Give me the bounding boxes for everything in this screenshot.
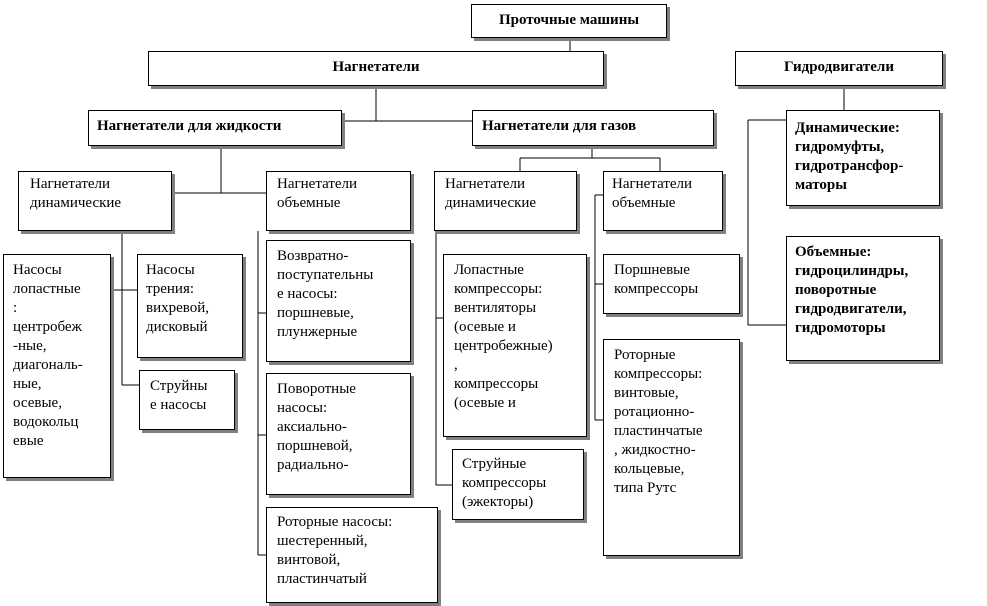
node-rotor-pumps: Роторные насосы: шестеренный, винтовой, … — [266, 507, 438, 603]
node-vane-pumps: Насосы лопастные : центробеж -ные, диаго… — [3, 254, 111, 478]
node-hydromotors: Гидродвигатели — [735, 51, 943, 86]
node-volumetric-hydromotors: Объемные: гидроцилиндры, поворотные гидр… — [786, 236, 940, 361]
node-gas-pumps: Нагнетатели для газов — [472, 110, 714, 146]
node-jet-compressors: Струйные компрессоры (эжекторы) — [452, 449, 584, 520]
node-rotary-pumps: Поворотные насосы: аксиально- поршневой,… — [266, 373, 411, 495]
node-reciprocating-pumps: Возвратно- поступательны е насосы: поршн… — [266, 240, 411, 362]
node-gas-volumetric: Нагнетатели объемные — [603, 171, 723, 231]
node-root: Проточные машины — [471, 4, 667, 38]
node-gas-dynamic: Нагнетатели динамические — [434, 171, 577, 231]
node-vane-compressors: Лопастные компрессоры: вентиляторы (осев… — [443, 254, 587, 437]
node-dynamic-hydromotors: Динамические: гидромуфты, гидротрансфор-… — [786, 110, 940, 206]
node-liquid-dynamic: Нагнетатели динамические — [18, 171, 172, 231]
node-friction-pumps: Насосы трения: вихревой, дисковый — [137, 254, 243, 358]
node-rotor-compressors: Роторные компрессоры: винтовые, ротацион… — [603, 339, 740, 556]
node-piston-compressors: Поршневые компрессоры — [603, 254, 740, 314]
node-liquid-pumps: Нагнетатели для жидкости — [88, 110, 342, 146]
node-pumps-compressors: Нагнетатели — [148, 51, 604, 86]
node-jet-pumps: Струйны е насосы — [139, 370, 235, 430]
node-liquid-volumetric: Нагнетатели объемные — [266, 171, 411, 231]
